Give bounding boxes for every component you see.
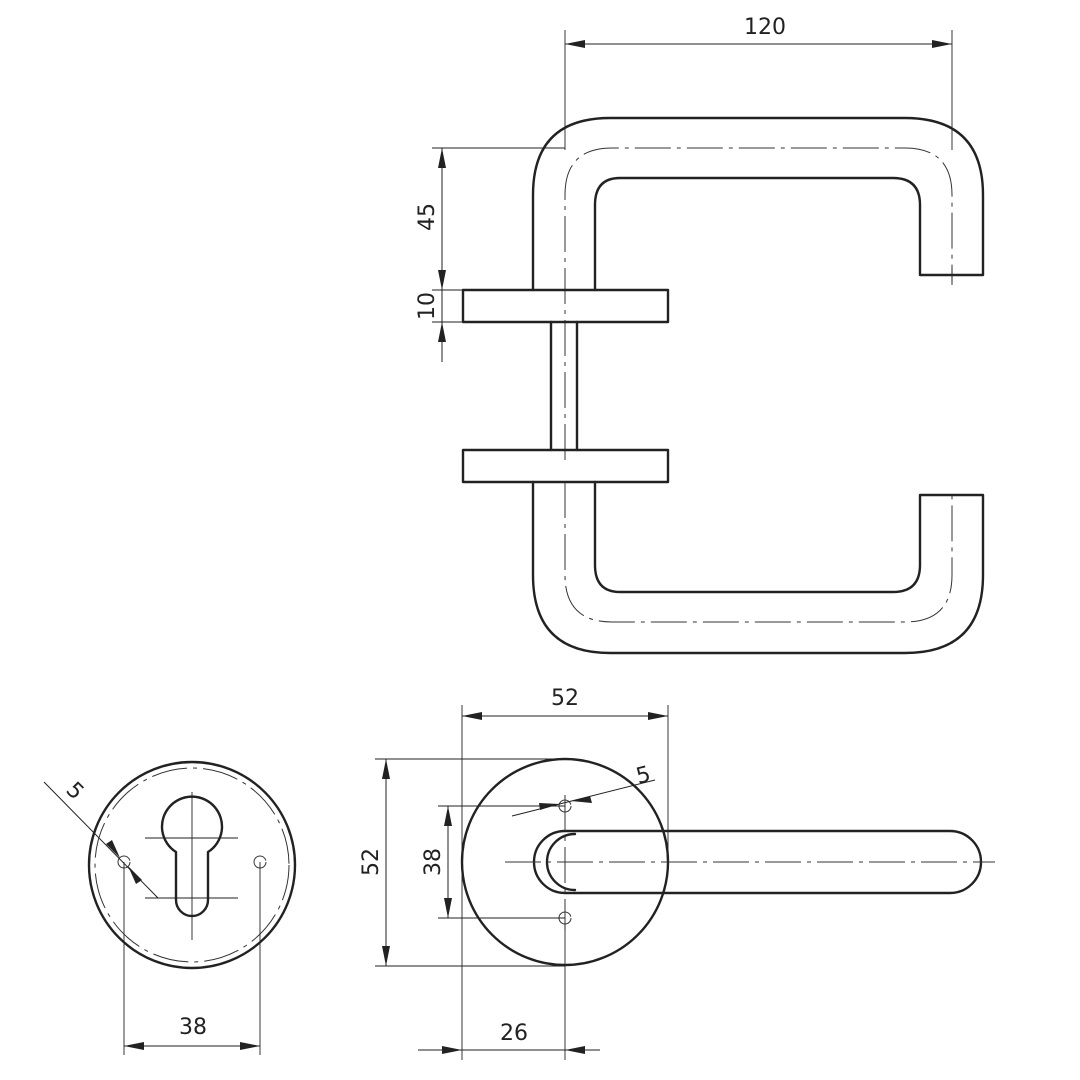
dim-38-v-arrow-bottom [444, 898, 452, 918]
dim-52-h-label: 52 [551, 686, 579, 711]
dim-52-h-arrow-left [462, 712, 482, 720]
dim-45-label: 45 [415, 203, 440, 231]
upper-handle-outer-contour [531, 116, 985, 292]
side-view: 120 45 10 [415, 15, 985, 655]
dim-5-escutcheon-label: 5 [61, 778, 89, 806]
dim-5-rose-arrow-b [571, 796, 592, 803]
dim-120-arrow-right [932, 40, 952, 48]
keyhole-profile [160, 795, 224, 918]
dim-26-arrow-right [565, 1046, 585, 1054]
dim-5-escutcheon-arrow-b [128, 866, 142, 884]
escutcheon-inner-circle [94, 767, 290, 963]
dim-38-escutcheon-arrow-right [240, 1042, 260, 1050]
escutcheon-outer-circle [87, 760, 297, 970]
rose-front-view: 52 52 38 5 26 [359, 686, 995, 1060]
dim-120-label: 120 [744, 15, 786, 40]
dim-52-h-arrow-right [648, 712, 668, 720]
escutcheon-view: 5 38 [43, 760, 297, 1055]
upper-rose [461, 288, 670, 324]
upper-handle-centerline [564, 147, 953, 460]
dim-52-v-arrow-bottom [382, 946, 390, 966]
dim-38-escutcheon-arrow-left [124, 1042, 144, 1050]
dim-52-v-label: 52 [359, 848, 384, 876]
dim-26-arrow-left [442, 1046, 462, 1054]
dim-120-arrow-left [565, 40, 585, 48]
dim-38-v-label: 38 [421, 848, 446, 876]
dim-10-arrow-up [438, 322, 446, 342]
lower-handle-outer-contour [531, 480, 985, 655]
dim-45-arrow-top [438, 148, 446, 168]
dim-5-escutcheon-arrow-a [106, 840, 120, 858]
dim-26-label: 26 [500, 1021, 528, 1046]
dim-38-escutcheon-label: 38 [179, 1015, 207, 1040]
lever-arm [532, 829, 983, 895]
dim-5-rose-label: 5 [634, 762, 654, 790]
lower-handle-centerline [564, 482, 953, 623]
dim-52-v-arrow-top [382, 759, 390, 779]
dim-10-label: 10 [415, 292, 440, 320]
dim-5-rose-arrow-a [539, 803, 559, 810]
dim-38-v-arrow-top [444, 806, 452, 826]
